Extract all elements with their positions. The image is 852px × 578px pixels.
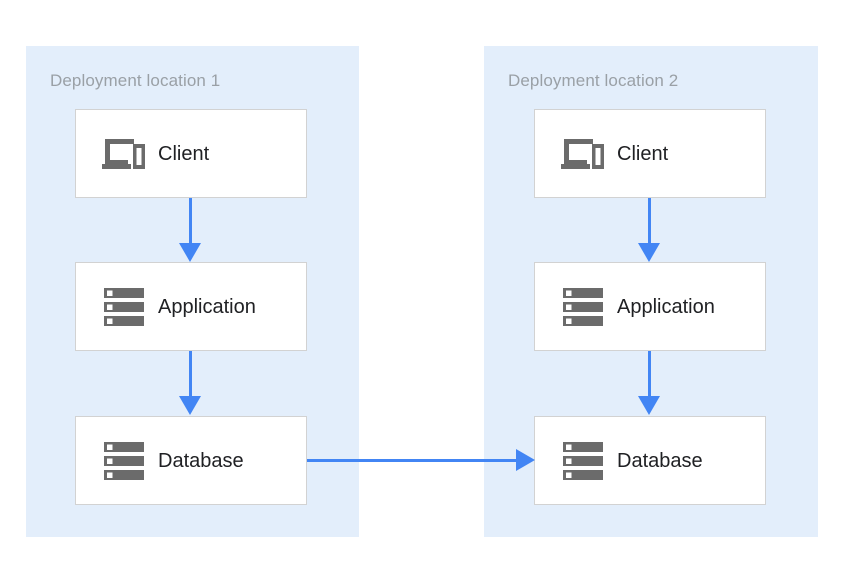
arrowhead-database-1-to-database-2 bbox=[516, 449, 535, 471]
connector-application-1-to-database-1 bbox=[189, 351, 192, 397]
devices-icon bbox=[96, 132, 152, 176]
node-client-2[interactable]: Client bbox=[534, 109, 766, 198]
devices-icon bbox=[555, 132, 611, 176]
node-application-1-label: Application bbox=[158, 295, 256, 318]
server-icon bbox=[555, 439, 611, 483]
arrowhead-client-2-to-application-2 bbox=[638, 243, 660, 262]
arrowhead-application-2-to-database-2 bbox=[638, 396, 660, 415]
node-client-2-label: Client bbox=[617, 142, 669, 165]
node-application-2[interactable]: Application bbox=[534, 262, 766, 351]
server-icon bbox=[96, 285, 152, 329]
node-application-1[interactable]: Application bbox=[75, 262, 307, 351]
connector-database-1-to-database-2 bbox=[307, 459, 519, 462]
arrowhead-client-1-to-application-1 bbox=[179, 243, 201, 262]
server-icon bbox=[555, 285, 611, 329]
node-application-2-label: Application bbox=[617, 295, 715, 318]
node-database-1[interactable]: Database bbox=[75, 416, 307, 505]
node-client-1-label: Client bbox=[158, 142, 210, 165]
deployment-region-2-label: Deployment location 2 bbox=[508, 71, 679, 90]
connector-client-1-to-application-1 bbox=[189, 198, 192, 244]
connector-application-2-to-database-2 bbox=[648, 351, 651, 397]
node-database-2-label: Database bbox=[617, 449, 703, 472]
server-icon bbox=[96, 439, 152, 483]
node-database-1-label: Database bbox=[158, 449, 244, 472]
node-client-1[interactable]: Client bbox=[75, 109, 307, 198]
arrowhead-application-1-to-database-1 bbox=[179, 396, 201, 415]
node-database-2[interactable]: Database bbox=[534, 416, 766, 505]
connector-client-2-to-application-2 bbox=[648, 198, 651, 244]
deployment-region-1-label: Deployment location 1 bbox=[50, 71, 221, 90]
